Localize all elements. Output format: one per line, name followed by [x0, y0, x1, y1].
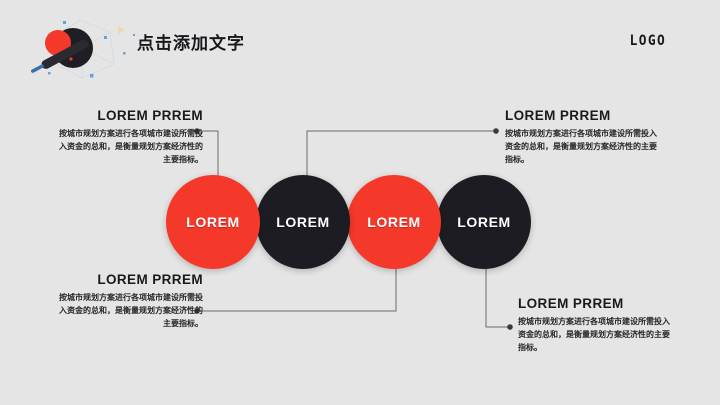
- circle-item-1[interactable]: LOREM: [166, 175, 260, 269]
- callout-bottom-left: LOREM PRREM 按城市规划方案进行各项城市建设所需投入资金的总和，是衡量…: [55, 272, 203, 331]
- callout-top-left: LOREM PRREM 按城市规划方案进行各项城市建设所需投入资金的总和，是衡量…: [55, 108, 203, 167]
- circle-label-3: LOREM: [367, 214, 421, 230]
- page-title: 点击添加文字: [137, 34, 245, 53]
- callout-bottom-right: LOREM PRREM 按城市规划方案进行各项城市建设所需投入资金的总和，是衡量…: [518, 296, 670, 355]
- callout-heading-bottom-left: LOREM PRREM: [97, 272, 203, 287]
- slide-header: 点击添加文字 LOGO: [0, 0, 720, 86]
- callout-body-top-right: 按城市规划方案进行各项城市建设所需投入资金的总和，是衡量规划方案经济性的主要指标…: [505, 129, 657, 164]
- pin-target-decoration-icon: [31, 19, 135, 79]
- circle-item-2[interactable]: LOREM: [256, 175, 350, 269]
- callout-body-top-left: 按城市规划方案进行各项城市建设所需投入资金的总和，是衡量规划方案经济性的主要指标…: [59, 129, 203, 164]
- callout-heading-top-right: LOREM PRREM: [505, 108, 611, 123]
- callout-heading-top-left: LOREM PRREM: [97, 108, 203, 123]
- circle-label-1: LOREM: [186, 214, 240, 230]
- circle-item-3[interactable]: LOREM: [347, 175, 441, 269]
- callout-body-bottom-right: 按城市规划方案进行各项城市建设所需投入资金的总和，是衡量规划方案经济性的主要指标…: [518, 317, 670, 352]
- circle-item-4[interactable]: LOREM: [437, 175, 531, 269]
- circle-label-2: LOREM: [276, 214, 330, 230]
- logo: LOGO: [629, 33, 667, 49]
- callout-body-bottom-left: 按城市规划方案进行各项城市建设所需投入资金的总和，是衡量规划方案经济性的主要指标…: [59, 293, 203, 328]
- callout-heading-bottom-right: LOREM PRREM: [518, 296, 624, 311]
- callout-top-right: LOREM PRREM 按城市规划方案进行各项城市建设所需投入资金的总和，是衡量…: [505, 108, 657, 167]
- circle-label-4: LOREM: [457, 214, 511, 230]
